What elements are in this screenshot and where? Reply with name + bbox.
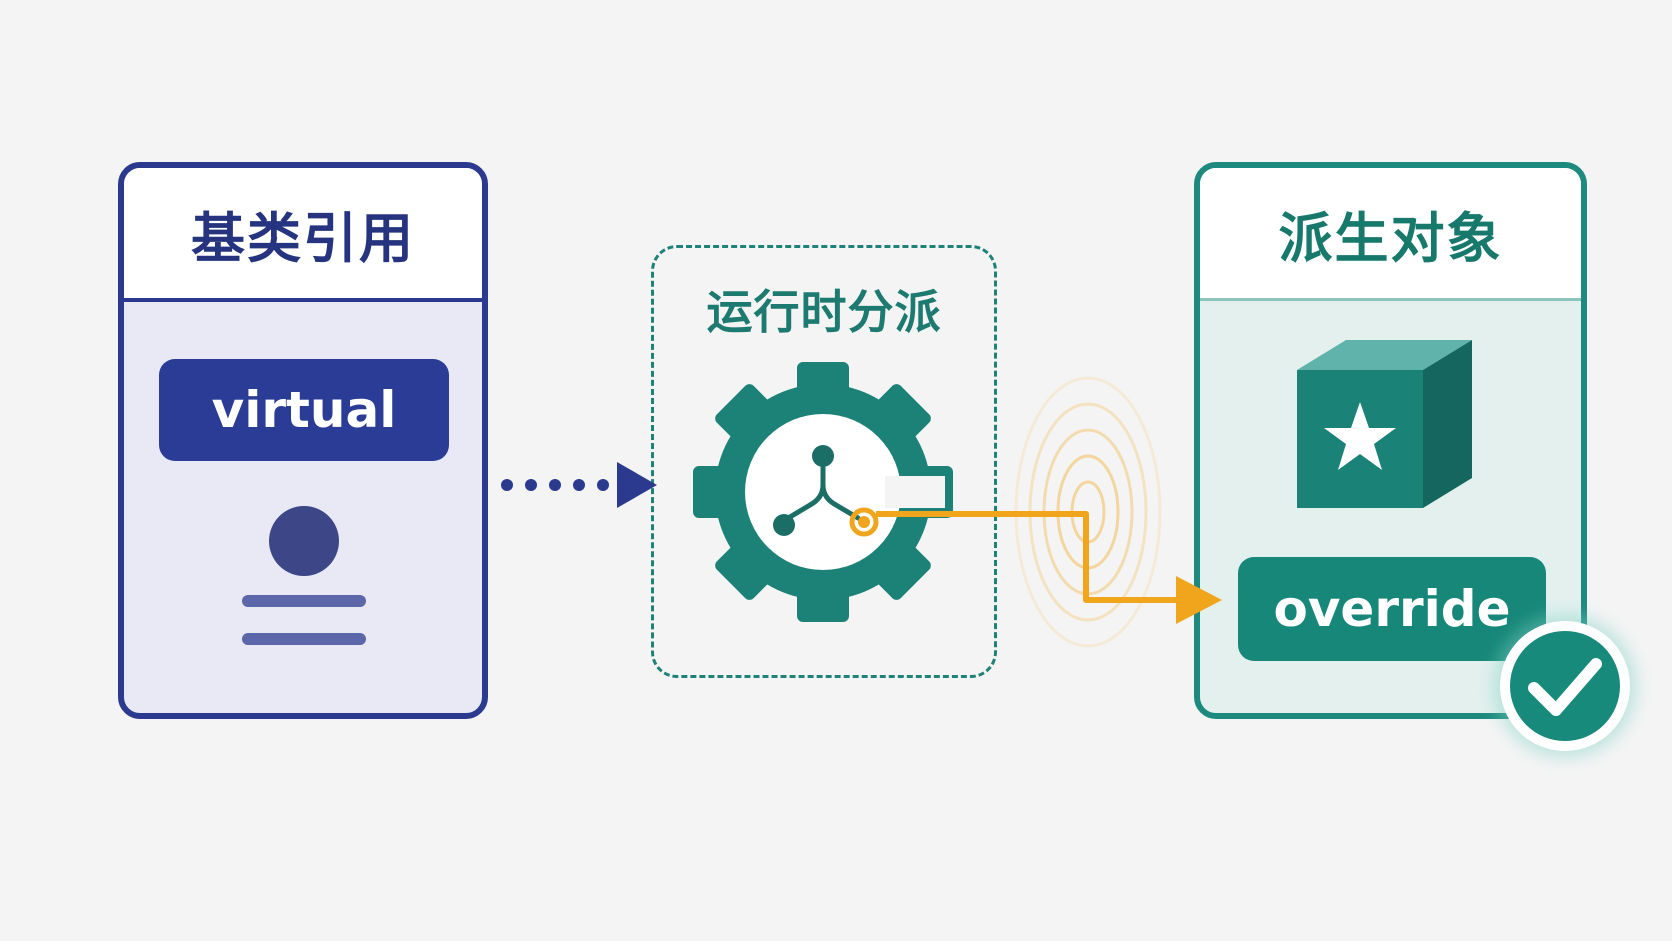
dispatch-title: 运行时分派 — [706, 285, 942, 339]
avatar-line-2 — [242, 633, 366, 645]
virtual-method-label: virtual — [159, 359, 449, 461]
dispatch-arrow — [876, 511, 1222, 624]
override-method-label: override — [1238, 557, 1546, 661]
avatar-head — [269, 506, 339, 576]
checkmark-icon — [1493, 614, 1637, 758]
dotted-arrow — [501, 462, 657, 508]
branch-icon — [773, 445, 879, 537]
cube-star-icon — [1297, 340, 1472, 508]
avatar-line-1 — [242, 595, 366, 607]
base-card-title: 基类引用 — [124, 168, 482, 302]
derived-card-title: 派生对象 — [1200, 168, 1581, 301]
base-reference-card: 基类引用 virtual — [118, 162, 488, 719]
runtime-dispatch-box — [651, 245, 997, 678]
